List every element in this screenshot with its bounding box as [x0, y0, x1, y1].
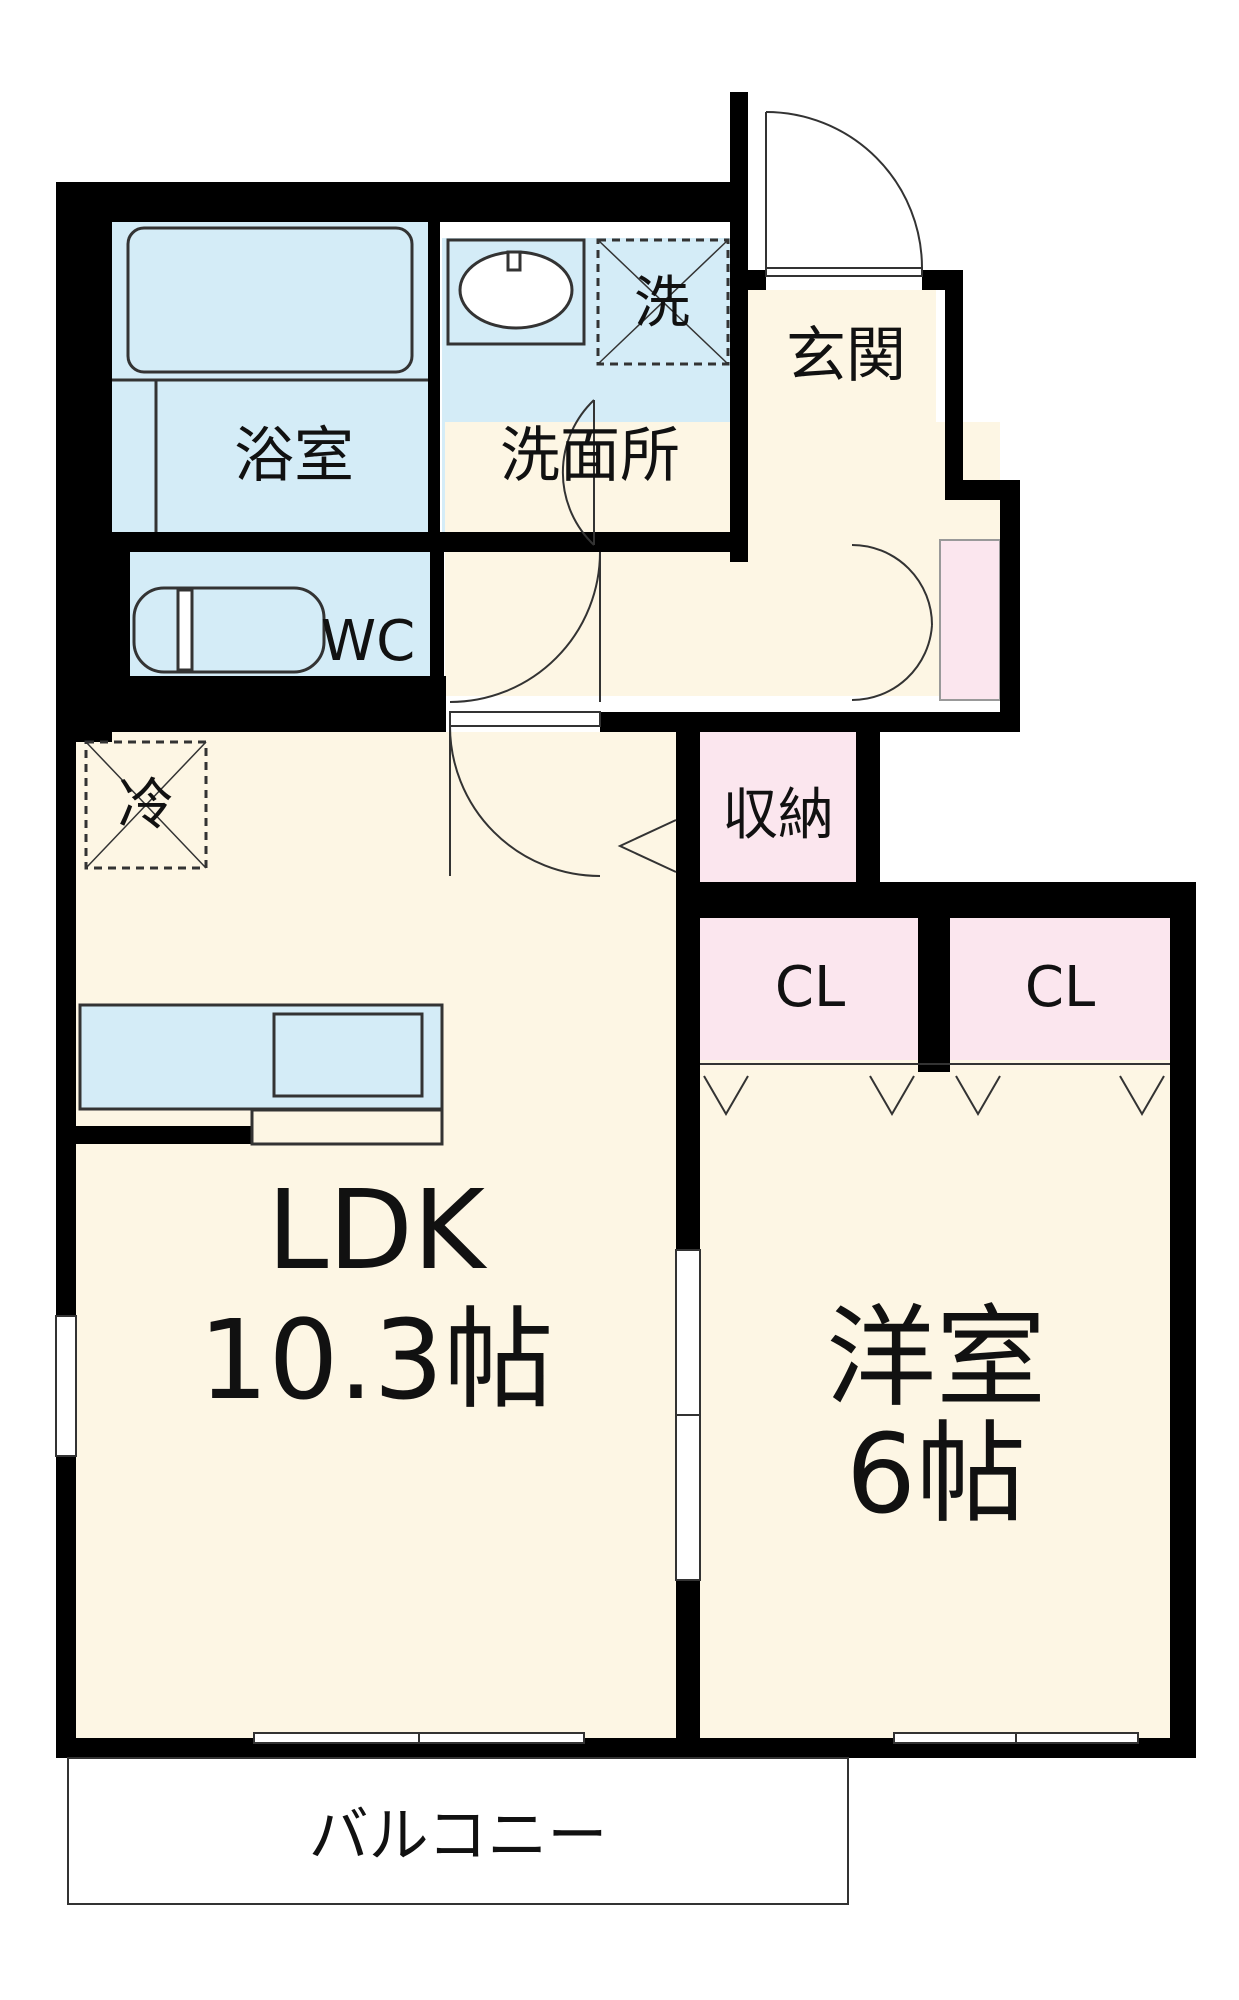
closet-left-floor [700, 918, 918, 1060]
entrance-label: 玄関 [786, 321, 906, 391]
bathroom-label: 浴室 [234, 421, 354, 491]
western-size-label: 6帖 [846, 1410, 1026, 1538]
hall-floor-2 [445, 545, 745, 696]
closet-left-label: CL [775, 955, 845, 1020]
balcony-label: バルコニー [309, 1801, 608, 1871]
fixtures [78, 226, 730, 1146]
doors [449, 111, 1170, 1116]
storage-floor [700, 732, 856, 882]
western-name-label: 洋室 [826, 1294, 1046, 1422]
toilet-icon [132, 586, 326, 674]
fridge-label: 冷 [118, 773, 174, 838]
windows [55, 1249, 1139, 1744]
washroom-label: 洗面所 [500, 421, 680, 491]
storage-label: 収納 [722, 783, 834, 848]
washer-label: 洗 [634, 271, 690, 336]
western-floor [700, 1060, 1170, 1738]
ldk-floor [76, 732, 676, 1738]
toilet-label: WC [321, 609, 415, 674]
balcony-area [67, 1757, 849, 1905]
fridge-space-icon [84, 740, 208, 870]
entrance-floor [746, 290, 936, 422]
closet-right-label: CL [1025, 955, 1095, 1020]
shoe-cabinet [939, 539, 1001, 701]
ldk-size-label: 10.3帖 [199, 1296, 554, 1424]
bathtub-icon [126, 226, 414, 374]
ldk-name-label: LDK [267, 1166, 488, 1294]
kitchen-sink-icon [272, 1012, 424, 1098]
closet-right-floor [950, 918, 1170, 1060]
